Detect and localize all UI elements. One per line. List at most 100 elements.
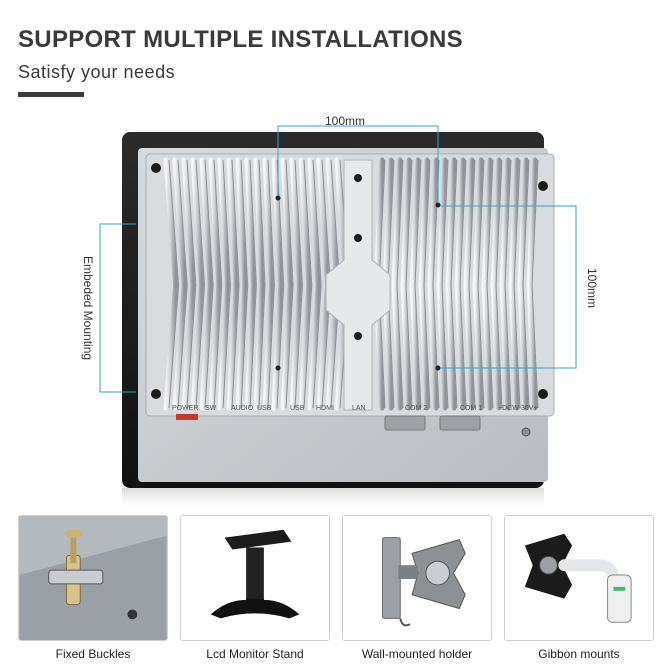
port-label-com1: COM 1 <box>460 405 482 412</box>
heatsink-fin-shadow <box>513 284 521 409</box>
heatsink-fin-shadow <box>459 159 467 286</box>
heatsink-fin <box>289 282 302 411</box>
heatsink-fin <box>199 157 213 288</box>
heatsink-fin <box>454 157 466 288</box>
heatsink-fin-shadow <box>222 159 231 286</box>
heatsink-fin <box>481 282 493 411</box>
heatsink-fin <box>271 157 284 288</box>
heatsink-fin <box>436 157 448 288</box>
heatsink-fin-shadow <box>459 284 467 409</box>
heatsink-fin <box>163 157 179 288</box>
heatsink-fin-shadow <box>468 284 476 409</box>
spine-screw-top <box>354 174 362 182</box>
heatsink-fin <box>409 282 421 411</box>
heatsink-fin-shadow <box>303 284 313 409</box>
heatsink-fin <box>307 157 321 288</box>
installation-card-wall-mount <box>342 515 492 641</box>
heatsink-fin <box>271 282 284 411</box>
heatsink-fin <box>445 282 457 411</box>
port-label-lan: LAN <box>352 405 366 412</box>
heatsink-fin-shadow <box>531 284 539 409</box>
heatsink-fin-shadow <box>231 284 240 409</box>
heatsink-fin <box>217 157 230 288</box>
panel-pc-illustration: POWER SW AUDIO USB USB HDMI LAN COM 2 CO… <box>81 114 599 512</box>
caption-wall-mount: Wall-mounted holder <box>361 647 473 661</box>
heatsink-fin-shadow <box>258 284 266 409</box>
page-title: SUPPORT MULTIPLE INSTALLATIONS <box>18 26 463 53</box>
panel-pc-rear-view: POWER SW AUDIO USB USB HDMI LAN COM 2 CO… <box>0 110 670 520</box>
installation-options <box>18 515 658 645</box>
heatsink-fin-shadow <box>522 284 530 409</box>
heatsink-fins <box>163 157 539 411</box>
heatsink-fin-shadow <box>423 159 431 286</box>
heatsink-fin-shadow <box>432 284 440 409</box>
heatsink-fin-shadow <box>258 159 266 286</box>
heatsink-fin-shadow <box>531 159 539 286</box>
ground-screw <box>521 427 531 437</box>
caption-monitor-stand: Lcd Monitor Stand <box>206 647 304 661</box>
heatsink-fin <box>382 157 394 288</box>
vesa-hole <box>435 202 441 208</box>
heatsink-fin-shadow <box>195 159 206 286</box>
heatsink-fin <box>190 157 205 288</box>
heatsink-fin-shadow <box>468 159 476 286</box>
heatsink-fin-shadow <box>396 159 404 286</box>
heatsink-fin-shadow <box>267 159 275 286</box>
heatsink-fin-shadow <box>522 159 530 286</box>
power-port <box>176 414 198 420</box>
heatsink-fin <box>436 282 448 411</box>
heatsink-spine <box>325 159 391 411</box>
heatsink-fin-shadow <box>204 159 214 286</box>
gibbon-mount-icon <box>505 516 653 640</box>
heatsink-fin-shadow <box>249 284 257 409</box>
heatsink-fin <box>262 157 274 288</box>
heatsink-fin <box>280 282 293 411</box>
embedded-mounting-label: Embeded Mounting <box>81 256 95 360</box>
heatsink-fin <box>262 282 274 411</box>
dimension-lines <box>99 125 577 393</box>
heatsink-fin <box>190 282 205 411</box>
port-label-hdmi: HDMI <box>316 405 334 412</box>
heatsink-fin-shadow <box>321 159 332 286</box>
corner-screw <box>151 389 161 399</box>
heatsink-fin <box>508 157 520 288</box>
installation-card-gibbon-mount <box>504 515 654 641</box>
port-label-com2: COM 2 <box>405 405 427 412</box>
heatsink-fin <box>499 282 511 411</box>
heatsink-fin-shadow <box>405 159 413 286</box>
heatsink-fin <box>418 282 430 411</box>
heatsink-fin <box>208 282 222 411</box>
heatsink-fin <box>517 282 529 411</box>
installation-card-fixed-buckles <box>18 515 168 641</box>
heatsink-fin <box>316 157 331 288</box>
heatsink-fin-shadow <box>240 284 249 409</box>
heatsink-fin <box>244 157 256 288</box>
heatsink-fin-shadow <box>213 159 223 286</box>
title-underline <box>18 92 84 97</box>
port-label-usb1: USB <box>257 405 272 412</box>
vertical-dimension-label: 100mm <box>585 268 599 308</box>
port-label-audio: AUDIO <box>231 405 254 412</box>
heatsink-fin-shadow <box>477 284 485 409</box>
spine-screw-lower <box>354 332 362 340</box>
heatsink-fin <box>172 157 187 288</box>
heatsink-fin <box>217 282 230 411</box>
heatsink-fin-shadow <box>186 284 197 409</box>
heatsink-fin-shadow <box>195 284 206 409</box>
heatsink-fin-shadow <box>231 159 240 286</box>
caption-fixed-buckles: Fixed Buckles <box>55 647 131 661</box>
heatsink-fin-shadow <box>378 159 386 286</box>
heatsink-fin-shadow <box>504 284 512 409</box>
floor-reflection <box>122 488 544 512</box>
heatsink-fin <box>517 157 529 288</box>
port-label-usb2: USB <box>290 405 305 412</box>
heatsink-fin-shadow <box>186 159 197 286</box>
heatsink-fin-shadow <box>177 284 188 409</box>
heatsink-fin <box>280 157 293 288</box>
heatsink-fin <box>490 157 502 288</box>
heatsink-fin <box>499 157 511 288</box>
heatsink-fin <box>235 282 248 411</box>
spine-screw-upper <box>354 234 362 242</box>
heatsink-fin-shadow <box>441 284 449 409</box>
port-label-sw: SW <box>205 405 217 412</box>
